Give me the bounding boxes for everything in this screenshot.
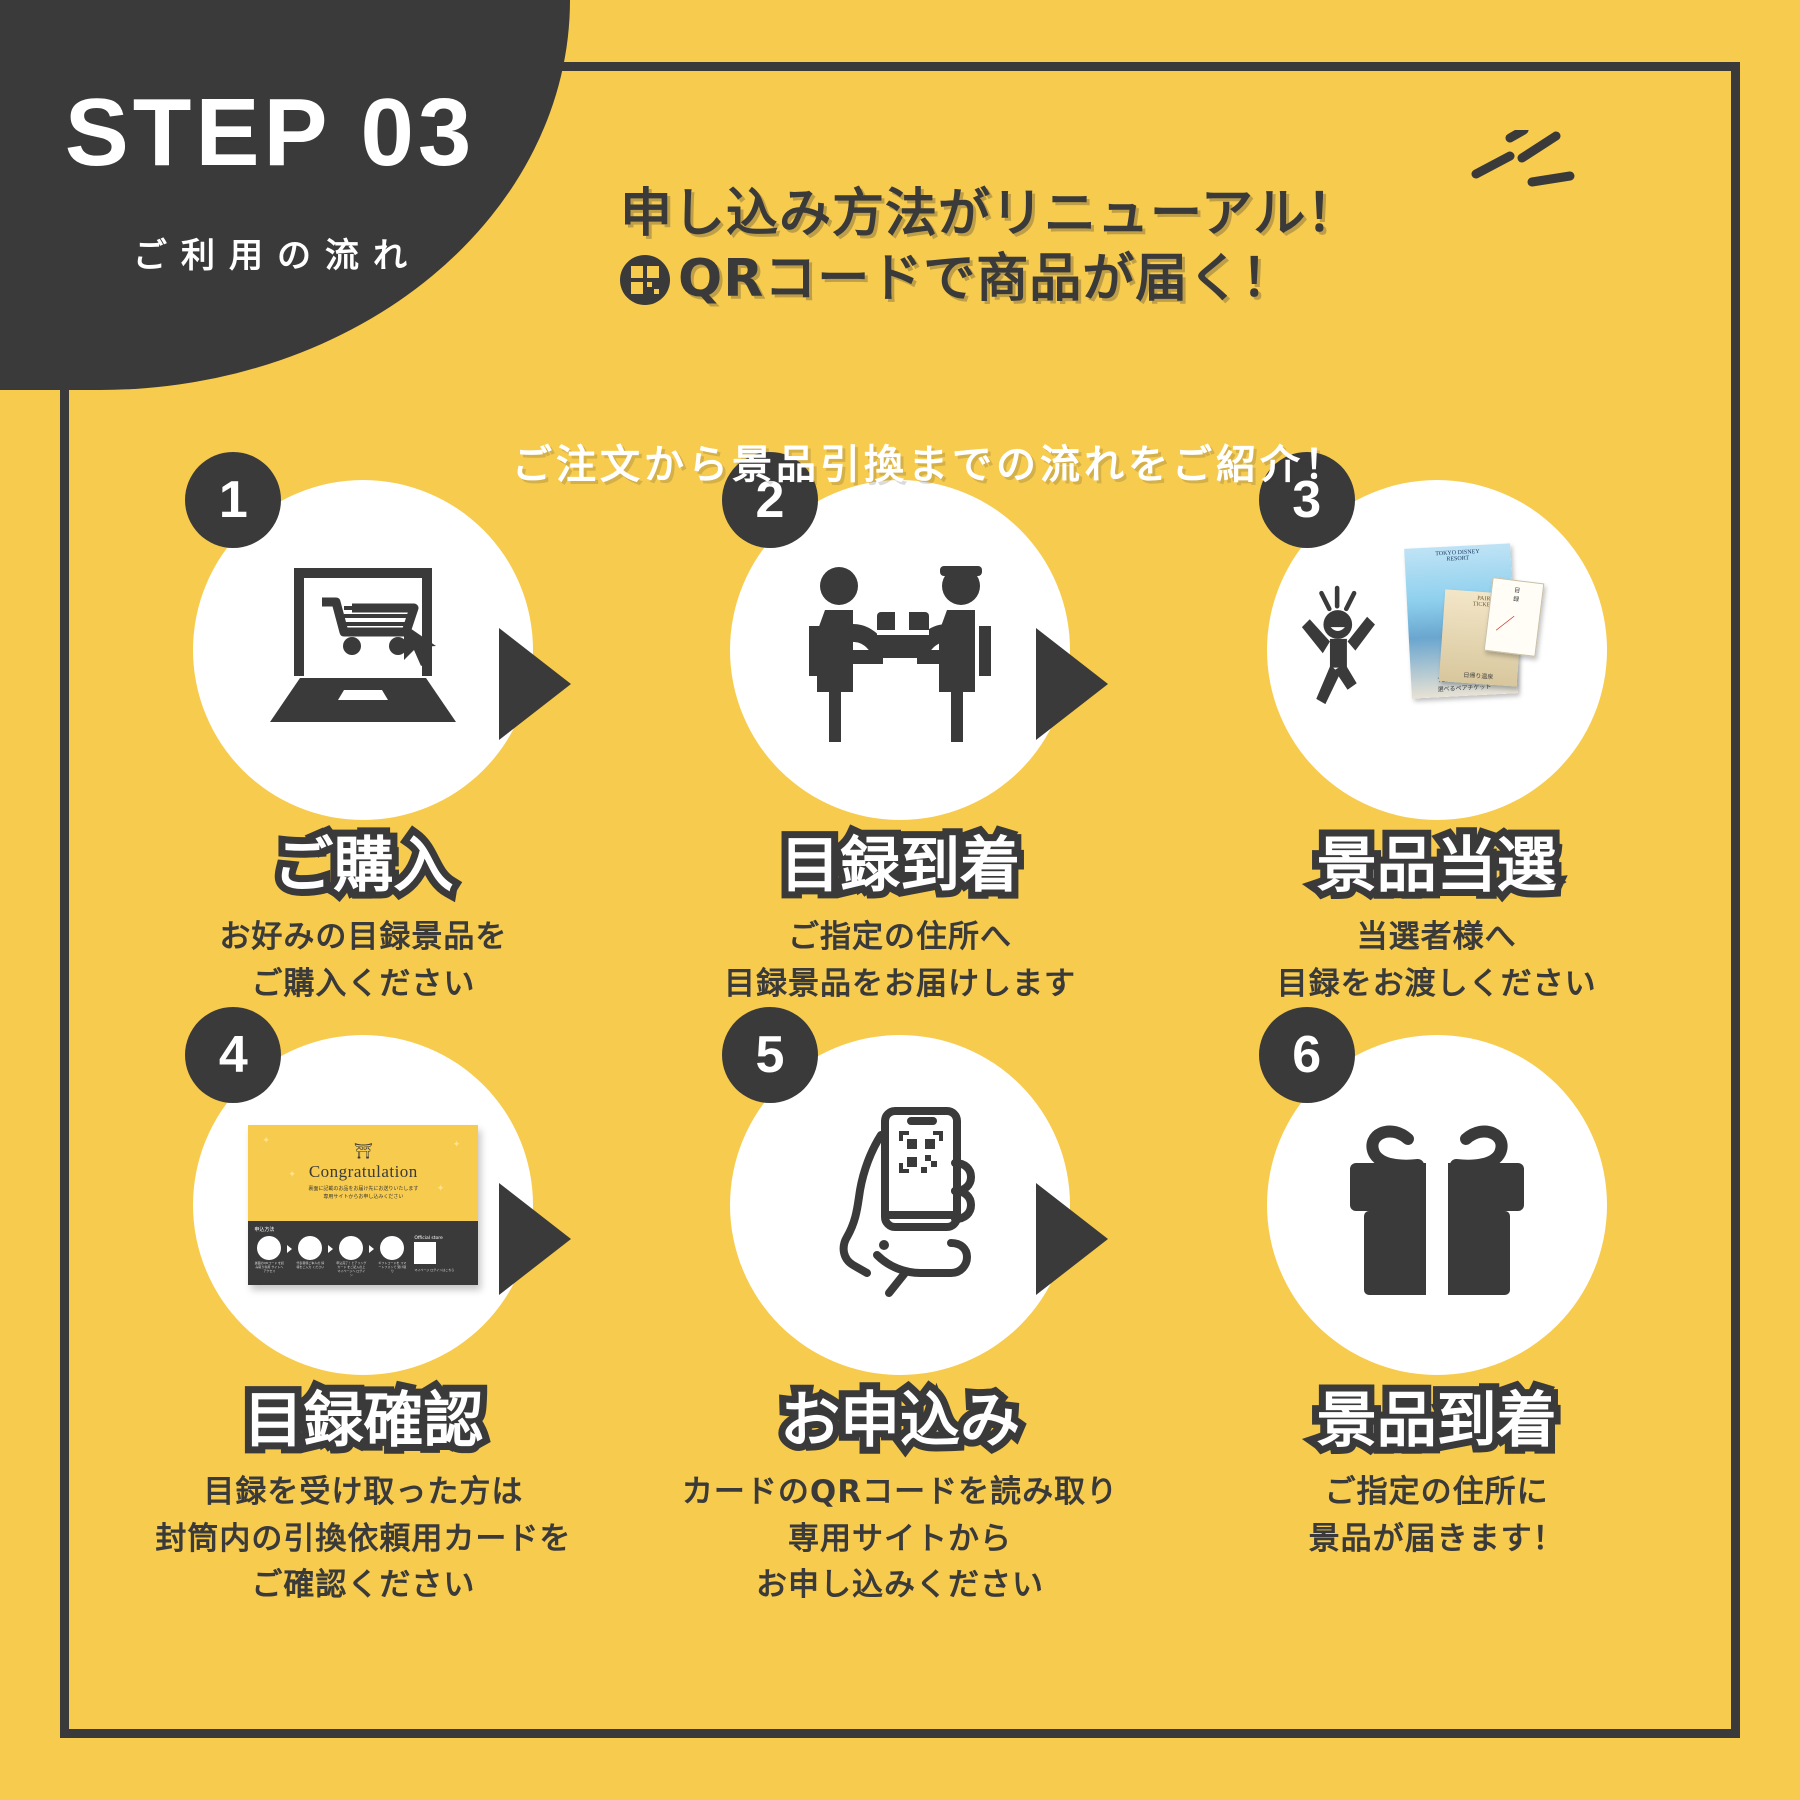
catalog-booklet: 目録 ／: [1483, 577, 1544, 657]
step-label-stroke-2: 目録到着: [773, 824, 1027, 908]
steps-grid: 1: [95, 452, 1705, 1609]
card-step-qr-icon: [257, 1236, 282, 1260]
step-circle-2: 2: [721, 452, 1070, 820]
package-delivery-handoff-icon: [785, 540, 1015, 760]
step-label-row-2: 目録到着 目録到着: [632, 820, 1169, 908]
card-official-block: Official store マイページ ログインはこちら: [410, 1236, 472, 1273]
gift-box-icon: [1322, 1095, 1552, 1315]
step-desc-1: お好みの目録景品を ご購入ください: [219, 919, 508, 1002]
step-label-stroke-1: ご購入: [266, 824, 460, 908]
step-desc-4: 目録を受け取った方は 封筒内の引換依頼用カードを ご確認ください: [155, 1474, 572, 1603]
card-step-caption-2: 代表者様ご本人の 情報をご入力 ください: [296, 1261, 325, 1269]
step-desc-5: カードのQRコードを読み取り 専用サイトから お申し込みください: [681, 1474, 1119, 1603]
step-number-badge-3: 3: [1258, 452, 1355, 548]
headline: 申し込み方法がリニューアル！ QRコードで商品が届く！: [620, 182, 1520, 312]
flow-arrow-5-6: [1035, 1183, 1108, 1295]
card-step-3: 申込完了！ヒアリングカード をご記入の上マイページへ ログイン: [336, 1236, 366, 1278]
card-step-phone-icon: [298, 1236, 323, 1260]
step-number-badge-6: 6: [1258, 1007, 1355, 1103]
card-step-arrow-3: [369, 1245, 375, 1253]
step-label-row-5: お申込み お申込み: [632, 1375, 1169, 1463]
step-cell-2: 2: [632, 452, 1169, 1007]
step-subtitle: ご利用の流れ: [133, 236, 421, 276]
step-label-4: 目録確認: [243, 1385, 484, 1456]
step-number-badge-2: 2: [721, 452, 818, 548]
qr-code-icon: [620, 254, 670, 305]
step-title: STEP 03: [64, 79, 476, 186]
step-cell-6: 6 景品到着 景品到着 ご指定の住所に: [1168, 1007, 1705, 1609]
flow-arrow-4-5: [499, 1183, 571, 1295]
headline-line-1: 申し込み方法がリニューアル！: [620, 184, 1360, 244]
card-step-2: 代表者様ご本人の 情報をご入力 ください: [295, 1236, 325, 1270]
flow-arrow-2-3: [1035, 628, 1108, 740]
card-subtext: 裏面に記載のお品をお届け先にお送りいたします 専用サイトからお申し込みください: [308, 1186, 419, 1200]
step-circle-3: 3: [1258, 452, 1607, 820]
card-step-1: 裏面のQRコード を読み取り専用 サイトへアクセス: [254, 1236, 284, 1274]
step-label-row-1: ご購入 ご購入: [95, 820, 632, 908]
card-step-form-icon: [339, 1236, 364, 1260]
card-step-arrow-1: [287, 1245, 293, 1253]
card-mypage-label: マイページ ログインはこちら: [414, 1267, 455, 1272]
card-gift-icon: ⛩: [353, 1144, 373, 1160]
card-steps: 裏面のQRコード を読み取り専用 サイトへアクセス 代表者様ご本人の 情報をご入…: [254, 1236, 472, 1278]
card-bottom: 申込方法 裏面のQRコード を読み取り専用 サイトへアクセス 代表者様ご本人の …: [248, 1221, 479, 1285]
step-cell-3: 3: [1168, 452, 1705, 1007]
step-label-5: お申込み: [779, 1385, 1020, 1456]
lead-text: ご注文から景品引換までの流れをご紹介！: [512, 442, 1348, 488]
step-circle-5: 5: [721, 1007, 1070, 1375]
card-step-4: ギフトコードを スマートフォンで 受け取り: [377, 1236, 407, 1274]
step-number-badge-4: 4: [185, 1007, 282, 1103]
step-label-1: ご購入: [273, 830, 454, 901]
step-label-2: 目録到着: [779, 830, 1020, 901]
headline-line-2-row: QRコードで商品が届く！: [620, 247, 1520, 312]
step-label-stroke-6: 景品到着: [1310, 1379, 1564, 1463]
step-desc-2: ご指定の住所へ 目録景品をお届けします: [723, 919, 1076, 1002]
step-label-row-3: 景品当選 景品当選: [1168, 820, 1705, 908]
card-step-arrow-2: [328, 1245, 334, 1253]
step-cell-5: 5: [632, 1007, 1169, 1609]
step-desc-6: ご指定の住所に 景品が届きます！: [1308, 1474, 1565, 1557]
laptop-shopping-cart-icon: [248, 540, 478, 760]
step-label-row-4: 目録確認 目録確認: [95, 1375, 632, 1463]
flow-arrow-1-2: [499, 628, 571, 740]
step-number-badge-5: 5: [721, 1007, 818, 1103]
step-label-row-6: 景品到着 景品到着: [1168, 1375, 1705, 1463]
spark-decoration-icon: [1471, 130, 1575, 187]
card-step-caption-3: 申込完了！ヒアリングカード をご記入の上マイページへ ログイン: [336, 1261, 367, 1277]
congratulation-card: ✦ ✦ ✦ ✦ ⛩ Congratulation 裏面に記載のお品をお届け先にお…: [248, 1125, 479, 1285]
congratulation-card-icon: ✦ ✦ ✦ ✦ ⛩ Congratulation 裏面に記載のお品をお届け先にお…: [248, 1095, 479, 1315]
headline-line-2: QRコードで商品が届く！: [678, 249, 1295, 309]
step-cell-4: 4 ✦ ✦ ✦ ✦ ⛩ Congratulation 裏面に記載のお品をお届け先…: [95, 1007, 632, 1609]
step-number-badge-1: 1: [185, 452, 282, 548]
card-step-caption-1: 裏面のQRコード を読み取り専用 サイトへアクセス: [254, 1261, 285, 1273]
step-label-stroke-4: 目録確認: [236, 1379, 490, 1463]
card-title: Congratulation: [308, 1162, 418, 1181]
hand-holding-smartphone-qr-icon: [785, 1095, 1015, 1315]
step-label-stroke-5: お申込み: [773, 1379, 1027, 1463]
step-label-6: 景品到着: [1316, 1385, 1557, 1456]
step-desc-3: 当選者様へ 目録をお渡しください: [1276, 919, 1597, 1002]
card-official-label: Official store: [414, 1236, 443, 1241]
step-label-3: 景品当選: [1316, 830, 1557, 901]
step-label-stroke-3: 景品当選: [1310, 824, 1564, 908]
step-cell-1: 1: [95, 452, 632, 1007]
card-qr-icon: [414, 1241, 437, 1264]
card-steps-heading: 申込方法: [254, 1227, 275, 1233]
card-step-done-icon: [380, 1236, 405, 1260]
card-top: ✦ ✦ ✦ ✦ ⛩ Congratulation 裏面に記載のお品をお届け先にお…: [248, 1125, 479, 1221]
step-circle-4: 4 ✦ ✦ ✦ ✦ ⛩ Congratulation 裏面に記載のお品をお届け先…: [185, 1007, 534, 1375]
step-circle-1: 1: [185, 452, 534, 820]
header-dark-blob: [0, 0, 570, 390]
card-step-caption-4: ギフトコードを スマートフォンで 受け取り: [378, 1261, 407, 1273]
step-circle-6: 6: [1258, 1007, 1607, 1375]
